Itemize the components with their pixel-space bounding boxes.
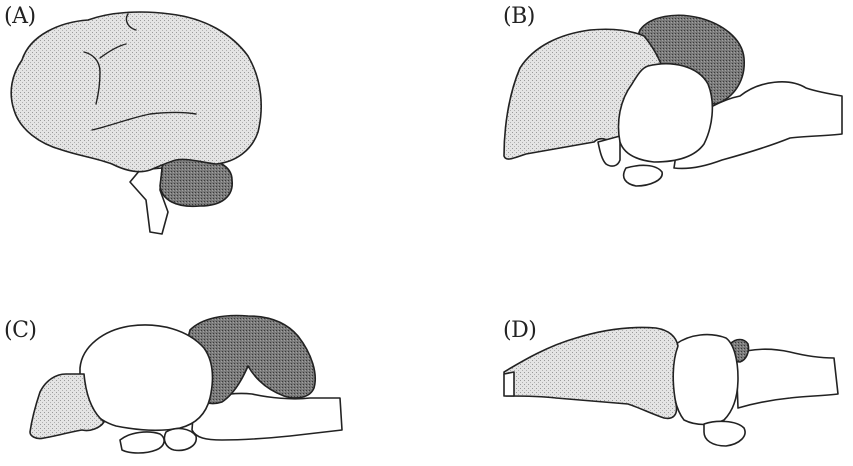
panel-label-b: (B) [503, 6, 535, 28]
panel-c-optic-lobe [80, 325, 212, 430]
panel-label-c: (C) [4, 320, 37, 342]
panel-d-pituitary [704, 421, 745, 446]
panel-c-brain [30, 316, 342, 453]
panel-b-pituitary [624, 165, 663, 186]
panel-d-brain [504, 327, 838, 446]
panel-d-optic-lobe [672, 335, 738, 425]
panel-a-cerebrum [11, 12, 261, 172]
panel-c-lower-lobe [120, 432, 164, 453]
panel-label-d: (D) [503, 320, 536, 342]
panel-b-brain [504, 15, 842, 186]
panel-a-brain [11, 12, 261, 234]
panel-b-olfactory-bulb [598, 136, 620, 166]
panel-d-brainstem [736, 349, 838, 408]
panel-d-olfactory-tip [504, 372, 514, 396]
panel-label-a: (A) [4, 6, 36, 28]
panel-c-pituitary [164, 429, 196, 451]
panel-a-cerebellum [160, 158, 232, 207]
